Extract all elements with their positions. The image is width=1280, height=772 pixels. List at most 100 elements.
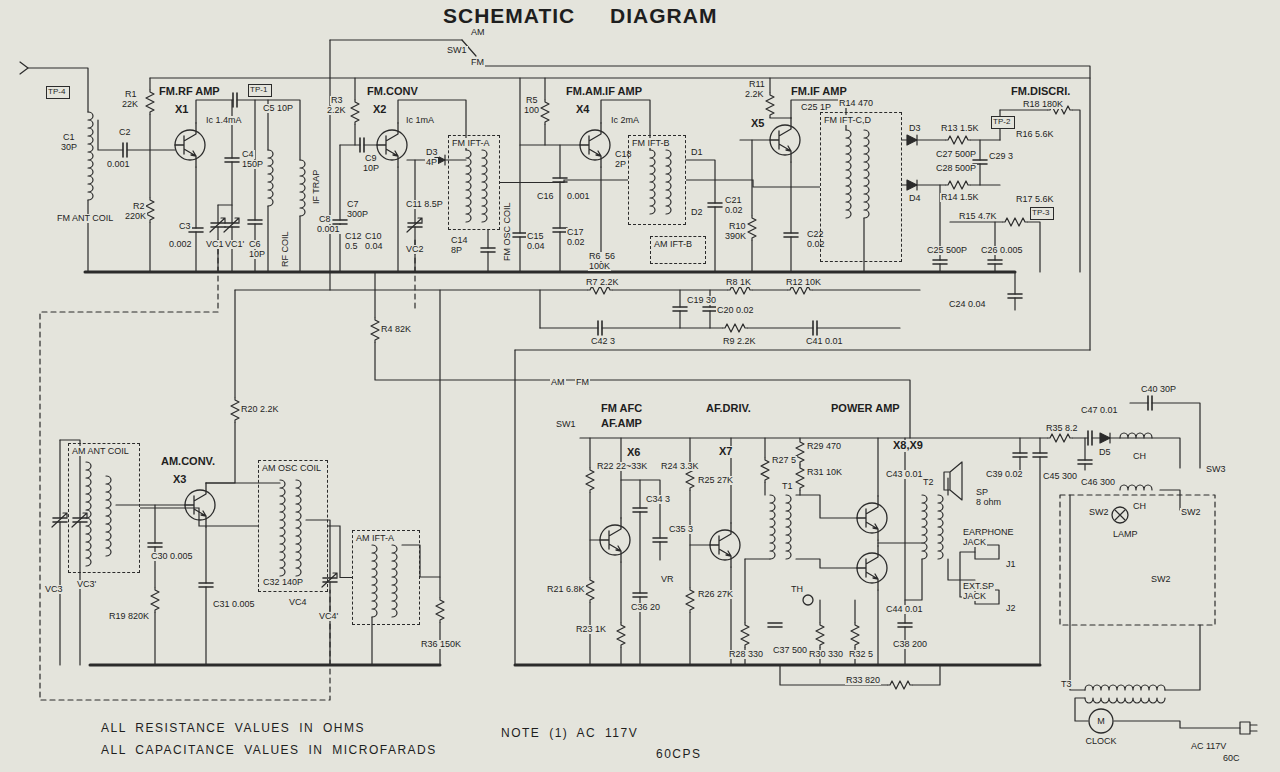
part-label: C29 3 [988, 152, 1014, 161]
resistor-gap [740, 623, 750, 647]
resistor-symbol [723, 324, 747, 332]
capacitor-symbol [673, 307, 687, 311]
part-label: R19 820K [108, 612, 150, 621]
capacitor-gap [333, 221, 347, 224]
resistor-gap [765, 93, 775, 117]
variable-capacitor-arrow [322, 573, 337, 587]
part-label: C35 3 [668, 525, 694, 534]
part-label: 22K [121, 100, 139, 109]
coil-symbol [864, 130, 869, 218]
resistor-symbol [146, 90, 154, 114]
transistor-leads [857, 546, 878, 590]
capacitor-gap [225, 159, 239, 162]
capacitor-gap [361, 138, 364, 152]
resistor-symbol [741, 623, 749, 647]
lamp-filament-group [1115, 510, 1125, 520]
capacitor-symbol [199, 583, 213, 587]
capacitor-gap-group [124, 93, 1152, 445]
part-label: VC2 [405, 245, 425, 254]
part-label: R9 2.2K [722, 337, 757, 346]
stage-label: X4 [575, 104, 590, 116]
capacitor-symbol [768, 623, 782, 627]
wire [740, 139, 770, 140]
capacitor-symbol [703, 307, 717, 311]
wire [1039, 438, 1040, 665]
transistor-leads [710, 523, 731, 567]
part-label: FM ANT COIL [56, 214, 114, 223]
resistor-gap [850, 623, 860, 647]
capacitor-symbol [633, 508, 647, 512]
part-label: T2 [922, 478, 935, 487]
resistor-symbol [816, 623, 824, 647]
resistor-gap [1003, 217, 1027, 227]
stage-label: FM.DISCRI. [1010, 86, 1071, 98]
part-label: C40 30P [1140, 385, 1177, 394]
ground-bus [85, 271, 1015, 274]
capacitor-symbol [553, 228, 567, 232]
part-label: R20 2.2K [240, 405, 280, 414]
capacitor-gap [653, 539, 667, 542]
part-label: R35 8.2 [1045, 424, 1079, 433]
part-label: VC1' [224, 240, 245, 249]
coil-symbol [938, 495, 943, 559]
gang-link-group [40, 240, 1215, 700]
capacitor-gap [513, 234, 527, 237]
wire [235, 289, 920, 290]
part-label: FM [470, 58, 485, 67]
part-label: FM OSC COIL [503, 201, 512, 262]
resistor-symbol [586, 468, 594, 492]
part-label: 0.001 [566, 192, 591, 201]
part-label: R5 [525, 96, 539, 105]
part-label: Ic 1mA [405, 116, 435, 125]
part-label: SW1 [446, 46, 468, 55]
stage-label: X1 [174, 104, 189, 116]
part-label: C31 0.005 [212, 600, 256, 609]
resistor-gap [150, 588, 160, 612]
resistor-symbol [946, 136, 970, 144]
diode-symbol [1100, 433, 1110, 443]
resistor-gap [370, 318, 380, 342]
resistor-symbol [686, 588, 694, 612]
transistor-leads [175, 123, 196, 167]
part-label: JACK [962, 592, 987, 601]
part-label: 0.04 [364, 242, 384, 251]
part-label: D3 [908, 124, 922, 133]
part-label: 2.2K [744, 90, 765, 99]
resistor-gap [795, 466, 805, 490]
part-label: C9 [364, 154, 378, 163]
wire [59, 440, 60, 665]
transistor-leads [580, 123, 601, 167]
coil-symbol [1120, 433, 1152, 438]
stage-label: X7 [718, 446, 733, 458]
part-label: FM [575, 378, 590, 387]
part-label: C15 [526, 232, 545, 241]
resistor-symbol [371, 318, 379, 342]
capacitor-symbol [1148, 396, 1152, 410]
part-label: R16 5.6K [1015, 130, 1055, 139]
coil-symbol [88, 112, 93, 200]
part-label: C6 [248, 240, 262, 249]
resistor-gap [1048, 433, 1072, 443]
part-label: D2 [690, 208, 704, 217]
part-label: 0.5 [344, 242, 359, 251]
gang-link [1060, 495, 1215, 625]
resistor-symbol [796, 466, 804, 490]
resistor-symbol [851, 623, 859, 647]
part-label: Ic 1.4mA [205, 116, 243, 125]
resistor-gap [946, 135, 970, 145]
wire [306, 520, 330, 665]
part-label: C14 [450, 236, 469, 245]
coil-symbol [1120, 485, 1152, 490]
part-label: 0.04 [526, 242, 546, 251]
capacitor-gap [703, 308, 717, 311]
part-label: RF COIL [281, 230, 290, 268]
wire [1240, 722, 1257, 734]
diode-symbol [907, 135, 917, 145]
part-label: R14 470 [838, 99, 874, 108]
note-text: 60CPS [655, 748, 703, 761]
part-label: 0.001 [316, 225, 341, 234]
stage-label: X6 [626, 447, 641, 459]
resistor-gap [585, 578, 595, 602]
part-label: AC 117V [1190, 742, 1227, 751]
part-label: AM [550, 378, 566, 387]
